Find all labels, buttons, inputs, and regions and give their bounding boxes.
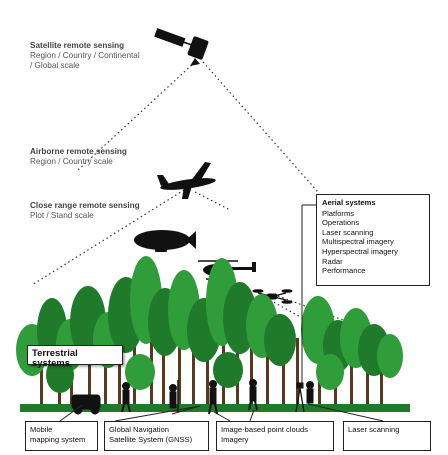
field-equipment-silhouettes bbox=[71, 379, 314, 415]
tree-trunk bbox=[118, 338, 121, 410]
aerial-item-laser-scanning: Laser scanning bbox=[322, 227, 374, 237]
airborne-scale: Region / Country scale bbox=[30, 157, 113, 166]
aerial-item-performance: Performance bbox=[322, 266, 366, 276]
satellite-icon bbox=[154, 28, 209, 66]
gnss-box: Global Navigation Satellite System (GNSS… bbox=[104, 421, 209, 451]
satellite-title: Satellite remote sensing bbox=[30, 41, 125, 50]
tree-crown bbox=[316, 354, 344, 390]
tree-crown bbox=[264, 314, 296, 366]
gnss-line1: Global Navigation bbox=[109, 425, 169, 434]
tree-trunk bbox=[178, 330, 181, 410]
tree-trunk bbox=[88, 330, 91, 410]
laser-scanning-label: Laser scanning bbox=[348, 425, 400, 434]
tree-trunk bbox=[266, 330, 269, 410]
close-range-title: Close range remote sensing bbox=[30, 201, 140, 210]
laser-scanning-box: Laser scanning bbox=[343, 421, 431, 451]
terrestrial-systems-box: Terrestrial systems bbox=[27, 345, 123, 368]
tree-trunk bbox=[104, 334, 107, 410]
satellite-label: Satellite remote sensing Region / Countr… bbox=[30, 41, 140, 71]
image-point-clouds-box: Image-based point clouds Imagery bbox=[216, 421, 334, 451]
tree-trunk bbox=[250, 338, 253, 410]
airplane-icon bbox=[157, 162, 216, 199]
aerial-item-operations: Operations bbox=[322, 218, 360, 228]
satellite-scale-line2: / Global scale bbox=[30, 61, 80, 70]
tree-trunk bbox=[206, 338, 209, 410]
airborne-label: Airborne remote sensing Region / Country… bbox=[30, 147, 127, 167]
aerial-systems-title: Aerial systems bbox=[322, 198, 376, 207]
airborne-title: Airborne remote sensing bbox=[30, 147, 127, 156]
gnss-line2: Satellite System (GNSS) bbox=[109, 434, 193, 444]
aerial-systems-box: Aerial systems Platforms Operations Lase… bbox=[316, 194, 430, 286]
close-range-label: Close range remote sensing Plot / Stand … bbox=[30, 201, 140, 221]
tree-crown bbox=[125, 354, 155, 390]
tree-trunk bbox=[282, 334, 285, 410]
aerial-item-hyperspectral: Hyperspectral imagery bbox=[322, 246, 398, 256]
aerial-item-radar: Radar bbox=[322, 256, 343, 266]
tree-trunk bbox=[350, 338, 353, 410]
image-point-clouds-line2: Imagery bbox=[221, 434, 249, 444]
connector-lines bbox=[59, 204, 384, 422]
aerial-item-platforms: Platforms bbox=[322, 208, 355, 218]
mobile-mapping-line1: Mobile bbox=[30, 425, 53, 434]
tree-crown bbox=[213, 352, 243, 388]
tree-crown bbox=[46, 357, 74, 393]
tree-trunk bbox=[192, 334, 195, 410]
tree-trunk bbox=[162, 338, 165, 410]
close-range-scale: Plot / Stand scale bbox=[30, 211, 94, 220]
tree-trunk bbox=[296, 338, 299, 410]
aerial-item-multispectral: Multispectral imagery bbox=[322, 237, 394, 247]
image-point-clouds-line1: Image-based point clouds bbox=[221, 425, 308, 434]
tree-crown bbox=[377, 334, 403, 378]
airship-icon bbox=[134, 230, 196, 252]
satellite-scale-line1: Region / Country / Continental bbox=[30, 51, 140, 60]
mobile-mapping-box: Mobile mapping system bbox=[25, 421, 98, 451]
mobile-mapping-line2: mapping system bbox=[30, 434, 86, 444]
